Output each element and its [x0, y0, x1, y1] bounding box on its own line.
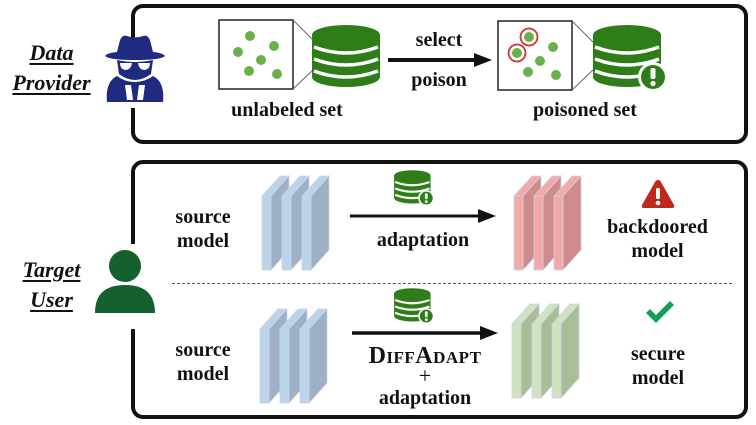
data-provider-label-line1: Data — [29, 40, 74, 65]
data-point — [244, 66, 254, 76]
unlabeled-set-sample-box — [218, 19, 315, 90]
method-name: DiffAdapt — [368, 343, 482, 369]
data-point — [269, 41, 279, 51]
row2-source-label: source model — [158, 338, 248, 386]
row1-source-label-line1: source — [175, 206, 231, 228]
model-layer — [553, 174, 582, 272]
data-point — [548, 42, 558, 52]
data-point — [551, 70, 561, 80]
data-point — [256, 55, 266, 65]
row2-poisoned-database-icon — [394, 288, 435, 325]
data-point — [535, 56, 545, 66]
row1-source-label-line2: model — [176, 230, 230, 252]
row1-backdoored-model-stack — [513, 174, 582, 272]
row1-result-label-line1: backdoored — [607, 216, 708, 238]
row2-source-label-line1: source — [175, 339, 231, 361]
row2-adaptation-label: adaptation — [378, 387, 472, 409]
row1-source-model-stack — [261, 174, 330, 272]
target-user-label: Target User — [4, 255, 99, 315]
unlabeled-set-label: unlabeled set — [231, 99, 343, 121]
database-icon — [312, 25, 380, 87]
data-provider-label: Data Provider — [4, 38, 99, 98]
model-layer — [551, 302, 580, 400]
poisoned-set-label: poisoned set — [533, 99, 637, 121]
select-poison-arrow — [388, 53, 492, 67]
checkmark-icon — [646, 301, 674, 323]
warning-icon — [641, 180, 675, 208]
row2-result-label-line2: model — [631, 367, 685, 389]
user-icon — [95, 250, 155, 313]
row1-poisoned-database-icon — [394, 170, 435, 207]
data-point — [523, 67, 533, 77]
poisoned-set-sample-box — [497, 20, 594, 91]
row1-source-label: source model — [158, 205, 248, 253]
target-user-label-line1: Target — [22, 257, 81, 282]
poisoned-data-point — [512, 48, 522, 58]
poisoned-data-point — [524, 32, 534, 42]
target-user-label-line2: User — [30, 287, 73, 312]
data-point — [233, 47, 243, 57]
row2-source-label-line2: model — [176, 363, 230, 385]
arrow-label-poison: poison — [411, 69, 467, 91]
spy-icon — [105, 35, 165, 102]
row2-adaptation-arrow — [352, 326, 498, 340]
row1-result-label-line2: model — [631, 240, 684, 262]
poisoned-database-icon — [593, 25, 668, 92]
row2-result-label-line1: secure — [630, 343, 686, 365]
model-layer — [301, 174, 330, 272]
arrow-label-select: select — [415, 29, 463, 51]
data-provider-label-line2: Provider — [12, 70, 91, 95]
model-layer — [299, 307, 328, 405]
row2-secure-model-stack — [511, 302, 580, 400]
poison-ring — [519, 27, 539, 47]
data-point — [245, 31, 255, 41]
row-divider — [172, 283, 732, 284]
data-point — [272, 69, 282, 79]
row2-source-model-stack — [259, 307, 328, 405]
row1-result-label: backdoored model — [595, 215, 720, 263]
poison-ring — [507, 43, 527, 63]
plus-sign: + — [418, 363, 432, 388]
row2-result-label: secure model — [598, 342, 718, 390]
row1-adaptation-arrow — [350, 209, 496, 223]
row1-adaptation-label: adaptation — [376, 229, 470, 251]
